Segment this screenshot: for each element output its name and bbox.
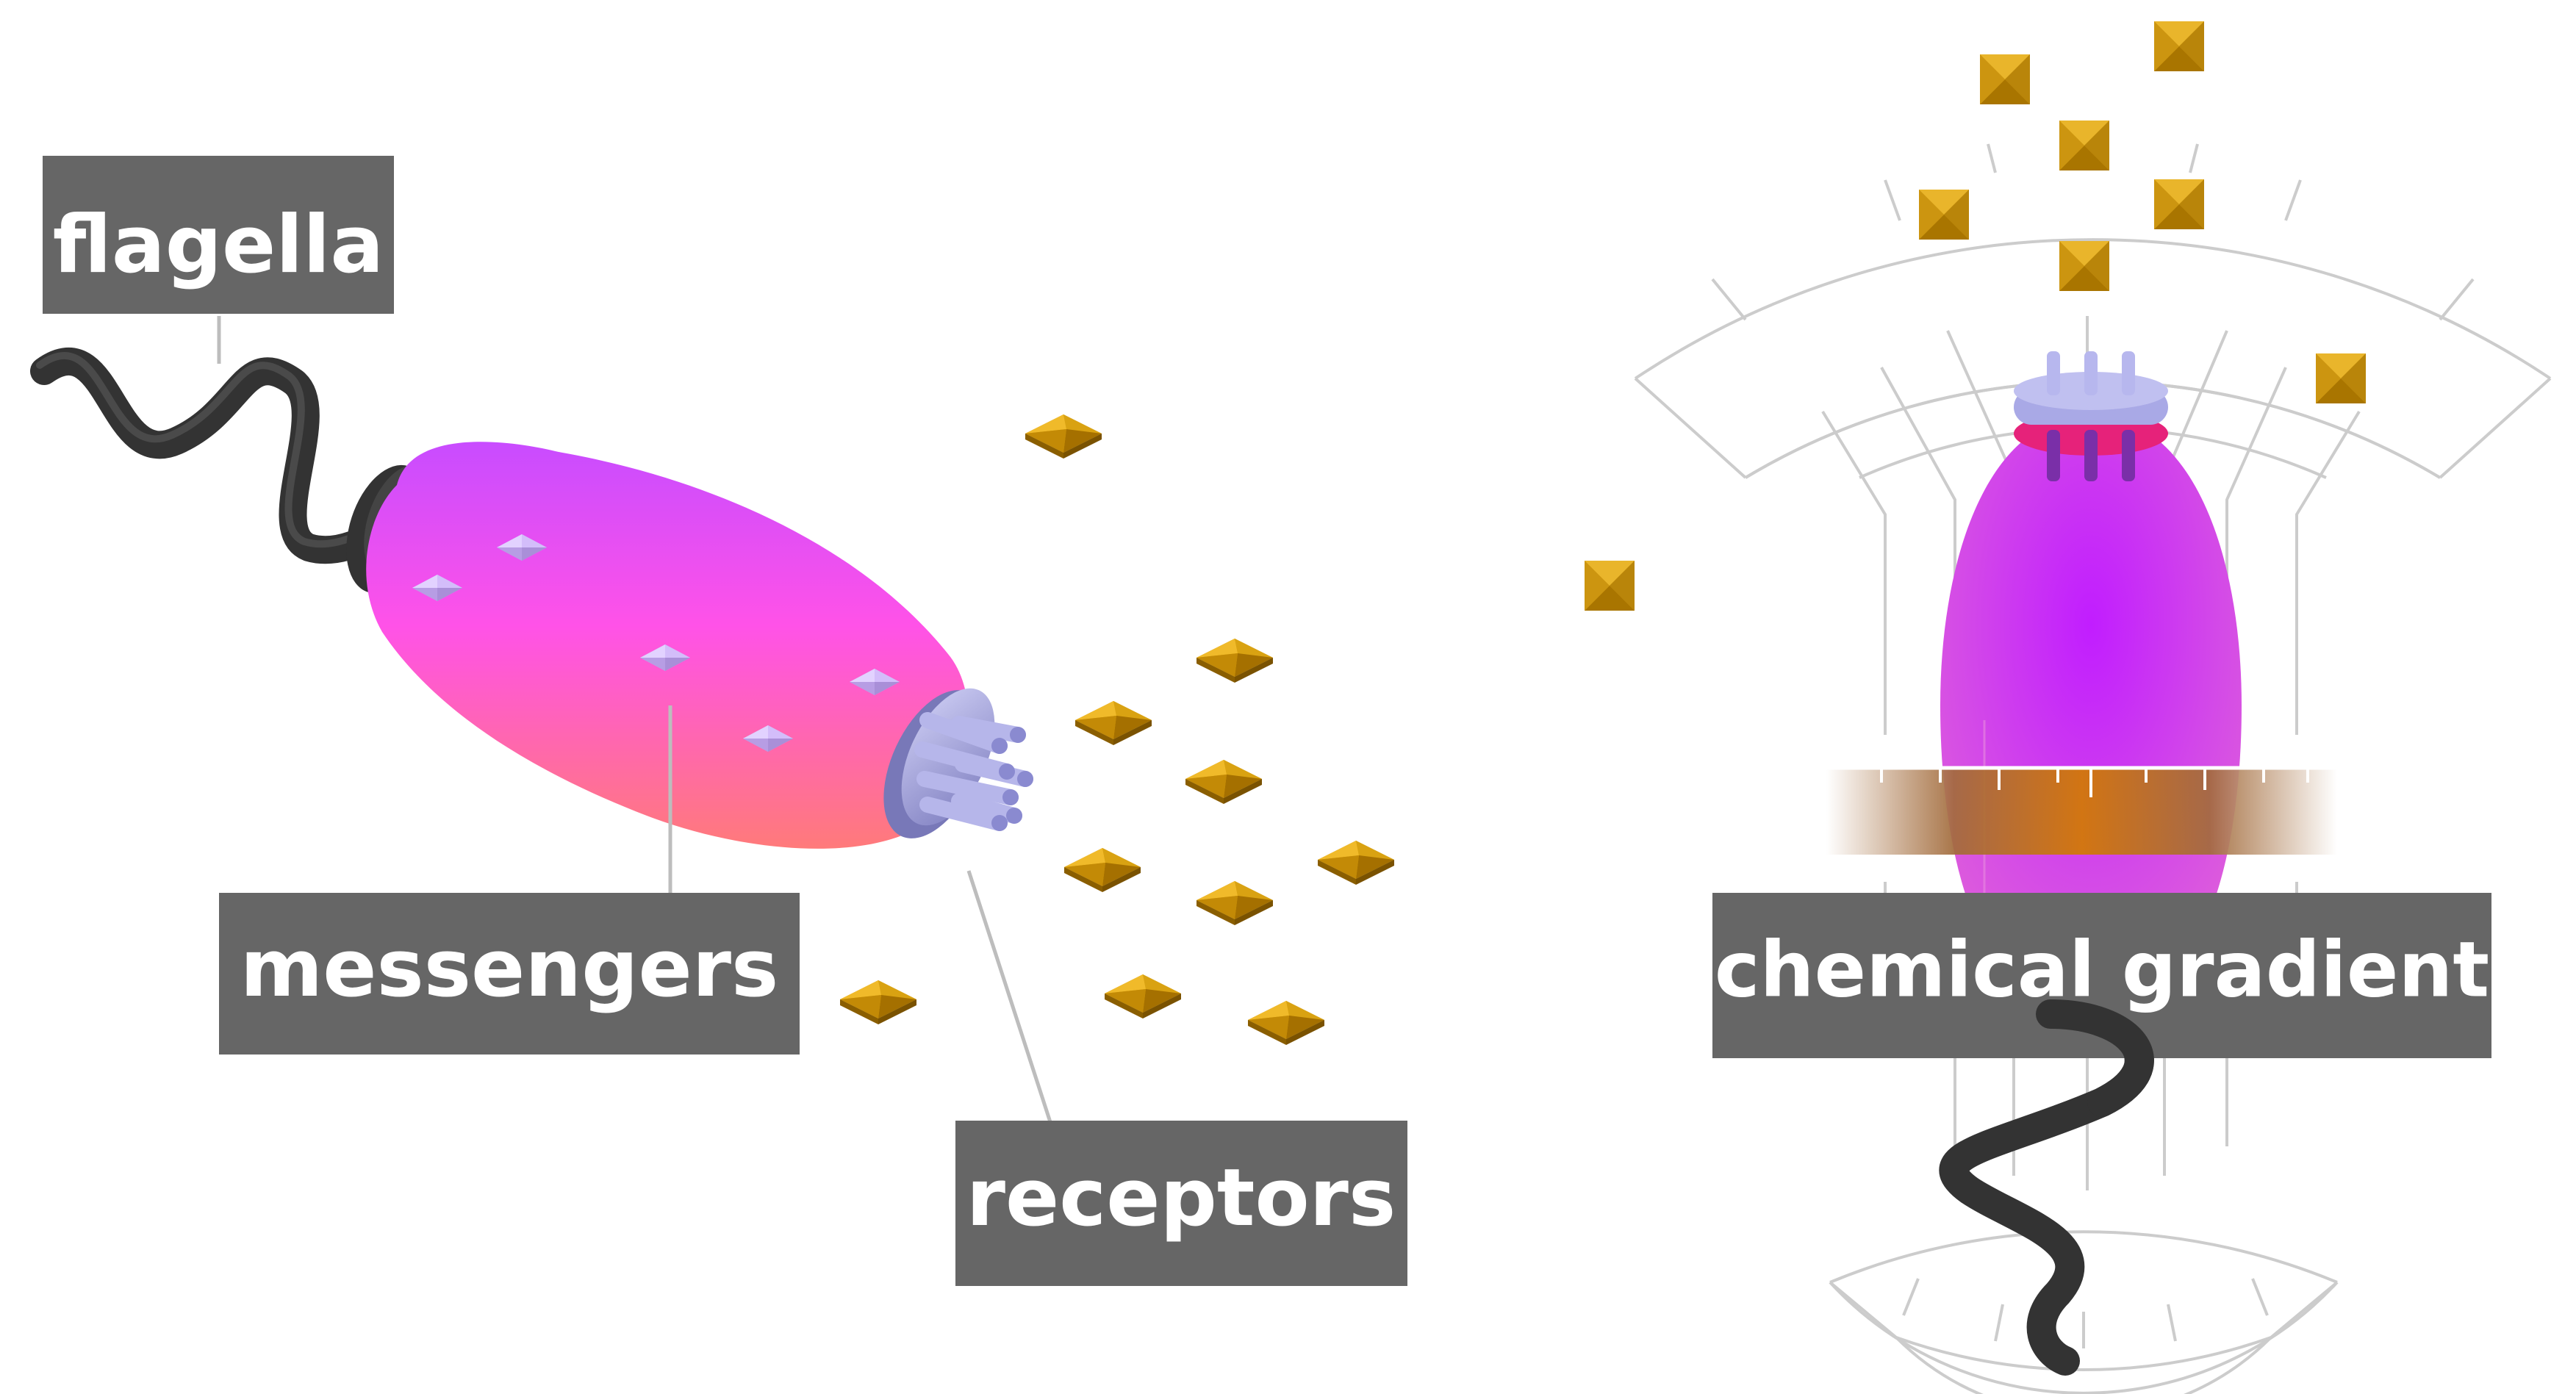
flagellum-icon [1939,999,2154,1376]
pyramid-square-icon [1980,54,2030,104]
label-messengers: messengers [219,893,800,1055]
right-bacterium [1939,351,2242,1376]
pyramid-square-icon [1318,841,1394,885]
pyramid-square-icon [2154,21,2204,71]
pyramid-square-icon [2154,179,2204,229]
pyramid-square-icon [2316,353,2366,403]
gradient-band [1826,766,2337,855]
cell-body [1940,415,2242,1014]
flagellum-overlap [2036,999,2154,1117]
receptor-cluster-icon [883,688,1033,838]
pyramid-square-icon [1185,760,1262,804]
pyramid-square-icon [1585,561,1635,611]
cell-body [366,442,969,849]
label-messengers-text: messengers [240,923,779,1015]
label-flagella-text: flagella [53,199,384,291]
pyramid-square-icon [1196,881,1273,925]
pyramid-square-icon [1075,701,1152,745]
label-receptors: receptors [955,1121,1407,1286]
pyramid-square-icon [1919,190,1969,240]
leader-lines [217,316,1053,1125]
pyramid-square-icon [1064,848,1141,892]
pyramid-square-icon [1248,1001,1324,1045]
pyramid-square-icon [1025,414,1102,459]
left-bacterium [30,348,1033,849]
receptor-cluster-icon [2014,351,2168,481]
pyramid-square-icon [840,980,916,1024]
label-receptors-text: receptors [966,1152,1396,1244]
label-chemical-gradient-text: chemical gradient [1715,924,2489,1014]
label-chemical-gradient: chemical gradient [1712,893,2491,1058]
pyramid-square-icon [1105,974,1181,1018]
pyramid-square-icon [2059,121,2109,170]
label-flagella: flagella [43,156,394,314]
pyramid-square-icon [1196,639,1273,683]
pyramid-square-icon [2059,241,2109,291]
